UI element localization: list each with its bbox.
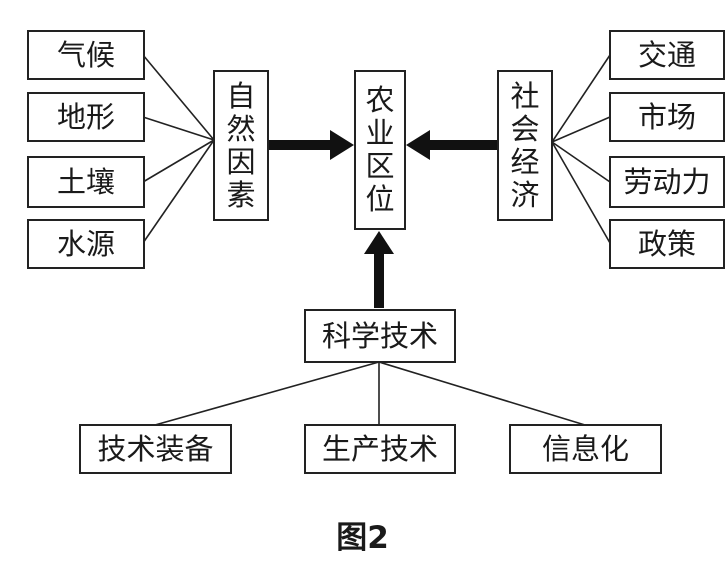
agricultural-location-box: 农 业 区 位 xyxy=(354,70,406,230)
natural-factors-char: 素 xyxy=(226,177,256,212)
connector-line xyxy=(142,139,215,183)
arrow-shaft-bottom xyxy=(374,252,384,308)
tech-box-production: 生产技术 xyxy=(304,424,456,474)
technology-box: 科学技术 xyxy=(304,309,456,363)
tech-box-information: 信息化 xyxy=(509,424,662,474)
natural-factors-char: 自 xyxy=(226,78,256,113)
social-economic-char: 社 xyxy=(510,78,540,113)
connector-line xyxy=(154,361,380,426)
factor-box-transport: 交通 xyxy=(609,30,725,80)
factor-box-soil: 土壤 xyxy=(27,156,145,208)
figure-caption: 图2 xyxy=(336,520,389,556)
connector-line xyxy=(378,361,586,426)
center-char: 业 xyxy=(365,116,395,150)
connector-line xyxy=(142,139,215,244)
natural-factors-char: 然 xyxy=(226,111,256,146)
center-char: 位 xyxy=(365,182,395,216)
social-economic-char: 经 xyxy=(510,144,540,179)
factor-box-labor: 劳动力 xyxy=(609,156,725,208)
social-economic-char: 会 xyxy=(510,111,540,146)
tech-box-equipment: 技术装备 xyxy=(79,424,232,474)
center-char: 农 xyxy=(365,83,395,117)
connector-line xyxy=(551,116,611,143)
natural-factors-char: 因 xyxy=(226,144,256,179)
connector-line xyxy=(551,141,611,183)
arrow-shaft-left xyxy=(269,140,333,150)
natural-factors-box: 自 然 因 素 xyxy=(213,70,269,221)
arrow-shaft-right xyxy=(426,140,498,150)
connector-line xyxy=(142,116,215,141)
arrow-head-left xyxy=(330,130,354,160)
factor-box-climate: 气候 xyxy=(27,30,145,80)
factor-box-water: 水源 xyxy=(27,219,145,269)
connector-line xyxy=(551,141,611,244)
connector-line xyxy=(142,54,215,141)
arrow-head-bottom xyxy=(364,231,394,254)
factor-box-terrain: 地形 xyxy=(27,92,145,142)
social-economic-box: 社 会 经 济 xyxy=(497,70,553,221)
arrow-head-right xyxy=(406,130,430,160)
connector-line xyxy=(551,54,611,143)
factor-box-policy: 政策 xyxy=(609,219,725,269)
center-char: 区 xyxy=(365,149,395,183)
factor-box-market: 市场 xyxy=(609,92,725,142)
social-economic-char: 济 xyxy=(510,177,540,212)
